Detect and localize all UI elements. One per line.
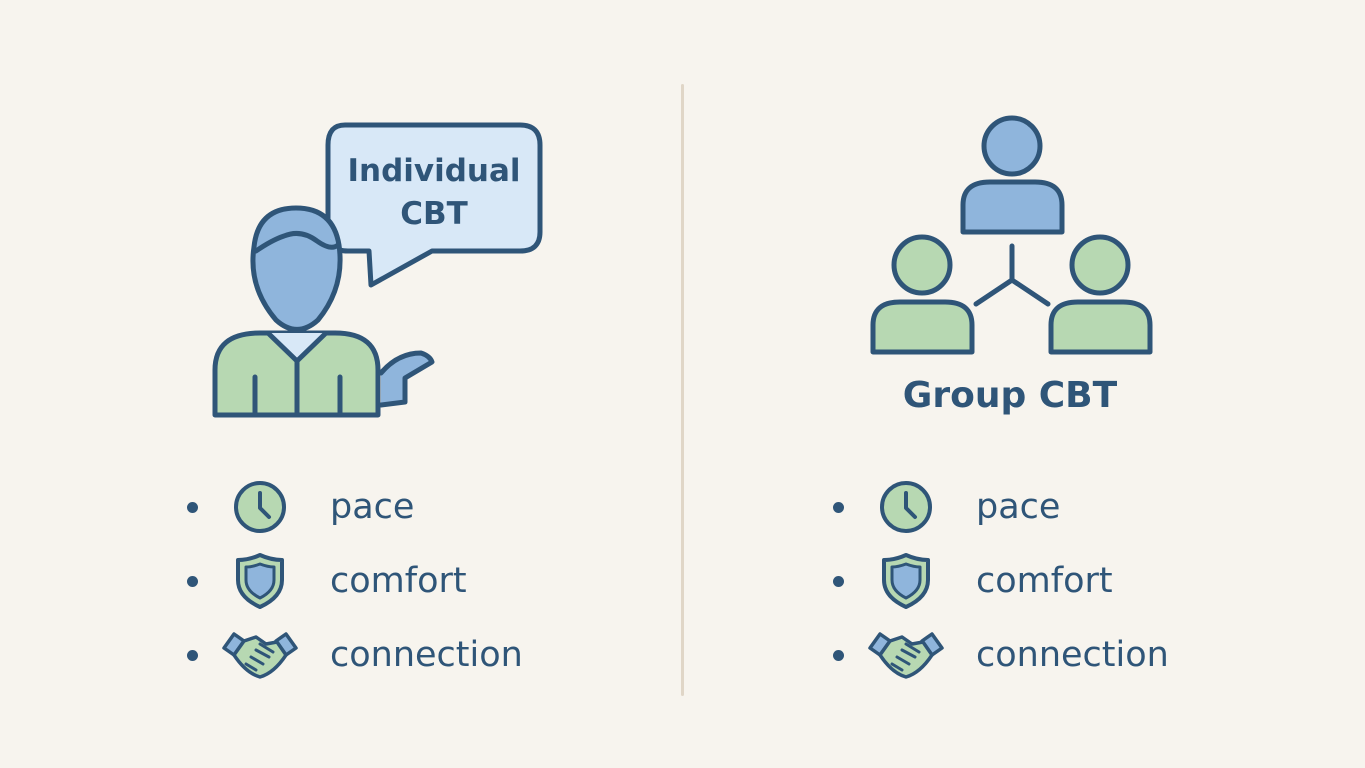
bullet-point [187, 649, 198, 661]
group-therapy-illustration [870, 115, 1153, 355]
group-person-top [960, 115, 1065, 235]
feature-label-connection: connection [976, 634, 1169, 675]
bullet-point [833, 649, 844, 661]
clock-icon [866, 475, 946, 539]
group-person-left [870, 234, 975, 355]
feature-label-pace: pace [976, 486, 1061, 527]
individual-feature-list: pace comfort connection [180, 470, 540, 692]
group-feature-comfort: comfort [826, 544, 1186, 618]
individual-feature-connection: connection [180, 618, 540, 692]
feature-label-pace: pace [330, 486, 415, 527]
group-feature-pace: pace [826, 470, 1186, 544]
group-feature-list: pace comfort connection [826, 470, 1186, 692]
shield-icon [866, 549, 946, 613]
center-divider [681, 84, 684, 696]
bullet-point [833, 501, 844, 513]
bullet-point [187, 501, 198, 513]
bullet-point [833, 575, 844, 587]
speech-bubble: Individual CBT [325, 122, 543, 288]
feature-label-comfort: comfort [976, 560, 1113, 601]
individual-therapy-illustration: Individual CBT [212, 122, 543, 418]
bubble-title-line-2: CBT [400, 196, 468, 232]
bubble-title-line-1: Individual [347, 153, 520, 189]
clock-icon [220, 475, 300, 539]
feature-label-connection: connection [330, 634, 523, 675]
therapist-person-icon [212, 205, 435, 418]
individual-feature-pace: pace [180, 470, 540, 544]
group-people-icon [870, 115, 1153, 355]
handshake-icon [866, 623, 946, 687]
group-cbt-title: Group CBT [902, 375, 1118, 416]
feature-label-comfort: comfort [330, 560, 467, 601]
bullet-point [187, 575, 198, 587]
shield-icon [220, 549, 300, 613]
group-person-right [1048, 234, 1153, 355]
handshake-icon [220, 623, 300, 687]
group-connection-lines [973, 243, 1051, 307]
individual-feature-comfort: comfort [180, 544, 540, 618]
group-feature-connection: connection [826, 618, 1186, 692]
